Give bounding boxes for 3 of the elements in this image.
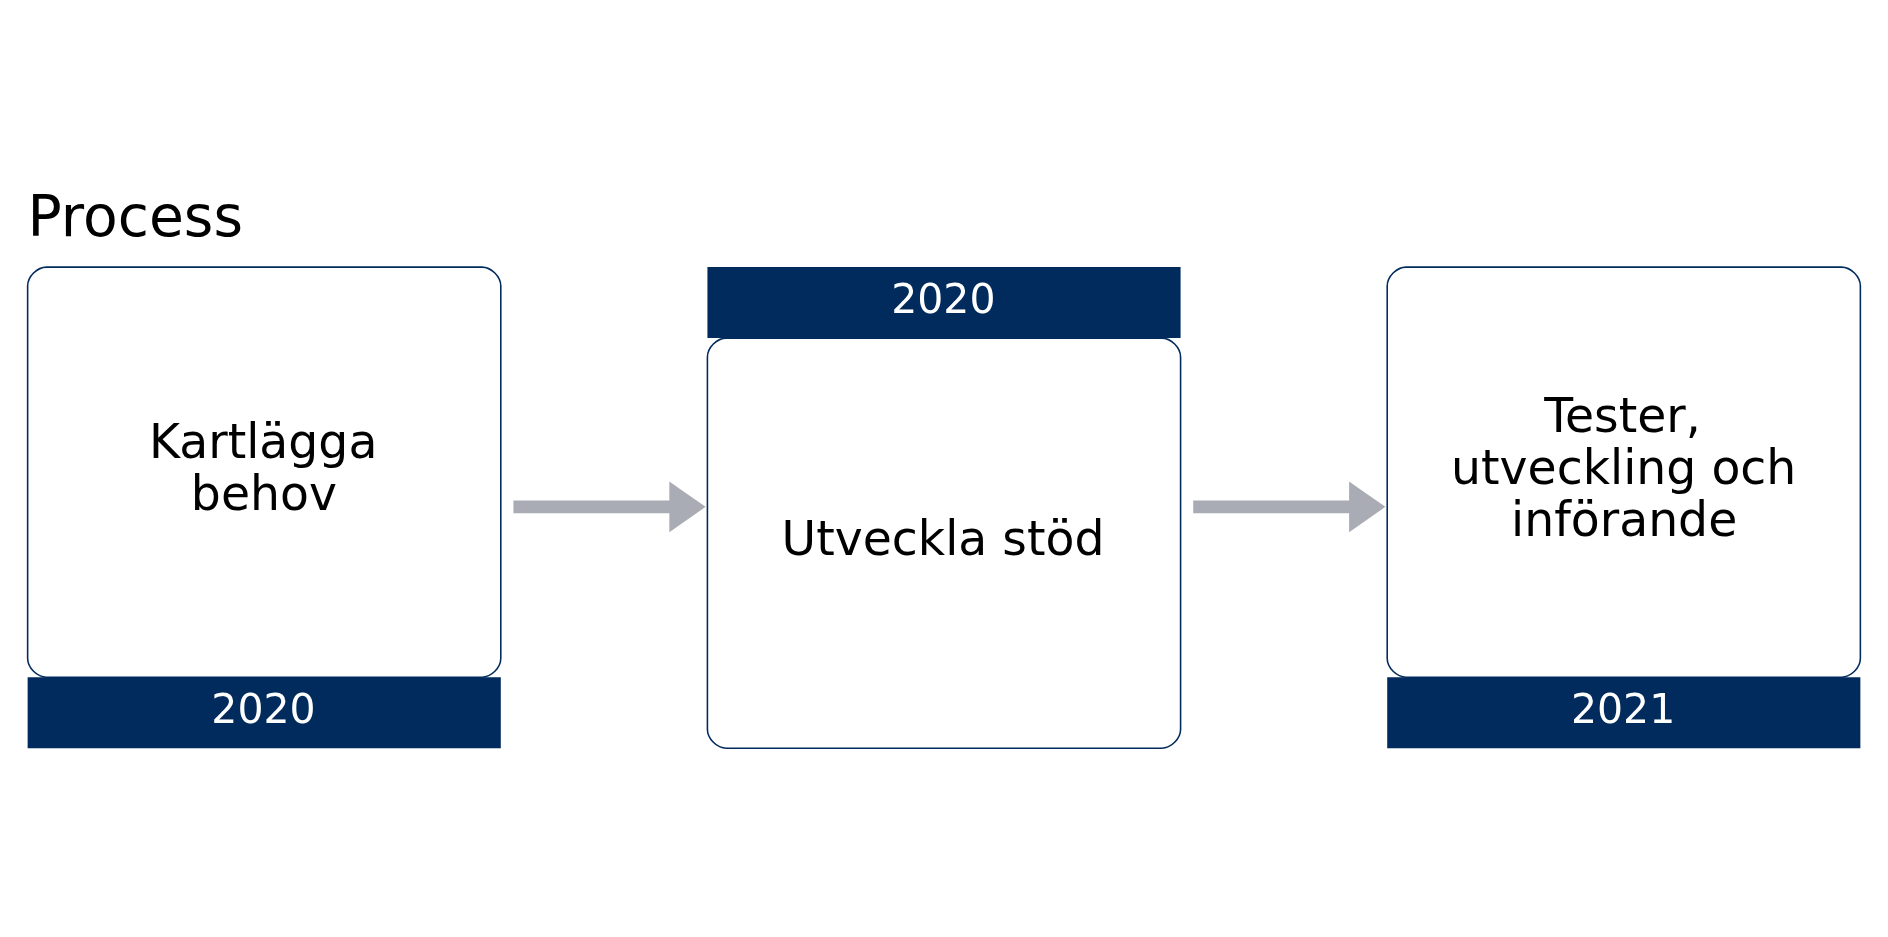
diagram-title: Process [27, 182, 243, 249]
arrow [513, 481, 706, 532]
arrow [1193, 480, 1386, 532]
